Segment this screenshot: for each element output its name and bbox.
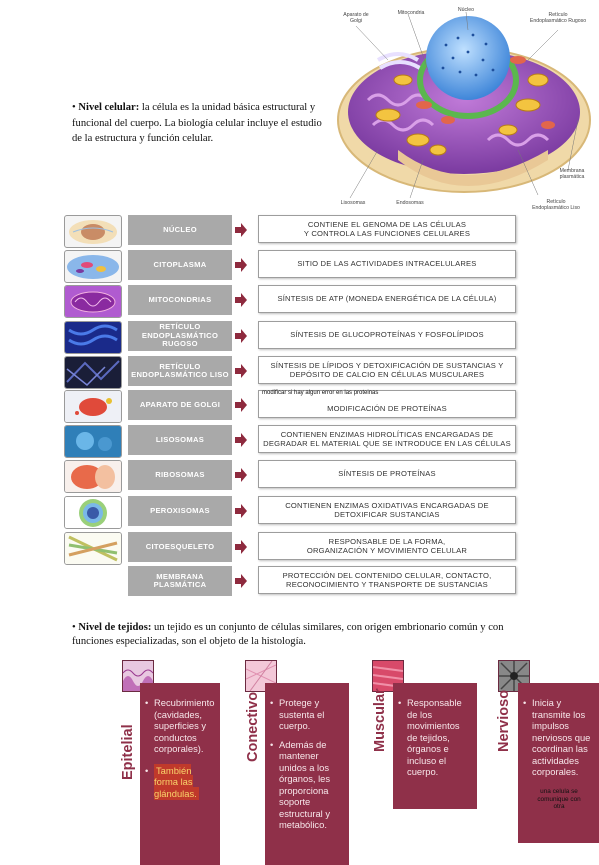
- organelle-description: SÍNTESIS DE ATP (MONEDA ENERGÉTICA DE LA…: [258, 285, 516, 313]
- organelle-description: SÍNTESIS DE PROTEÍNAS: [258, 460, 516, 488]
- organelle-row: CITOESQUELETO RESPONSABLE DE LA FORMA, OR…: [62, 531, 532, 565]
- label-reticulo-liso: Retículo Endoplasmático Liso: [532, 199, 580, 211]
- tissue-card: Inicia y transmite los impulsos nervioso…: [518, 683, 599, 843]
- arrow-right-icon: [234, 398, 248, 412]
- arrow-right-icon: [234, 433, 248, 447]
- organelle-name: RIBOSOMAS: [128, 460, 232, 490]
- cell-diagram: Aparato de Golgi Mitocondria Núcleo Retí…: [328, 0, 599, 215]
- organelle-description: CONTIENEN ENZIMAS HIDROLÍTICAS ENCARGADA…: [258, 425, 516, 453]
- bullet: •: [72, 102, 76, 113]
- organelle-row: NÚCLEO CONTIENE EL GENOMA DE LAS CÉLULAS …: [62, 214, 532, 248]
- organelle-row: APARATO DE GOLGI MODIFICACIÓN DE PROTEÍNA…: [62, 389, 532, 423]
- organelle-description: CONTIENE EL GENOMA DE LAS CÉLULAS Y CONT…: [258, 215, 516, 243]
- organelle-row: LISOSOMAS CONTIENEN ENZIMAS HIDROLÍTICAS …: [62, 424, 532, 458]
- cytoskeleton-thumb: [64, 532, 122, 565]
- organelle-name: PEROXISOMAS: [128, 496, 232, 526]
- tissue-level-paragraph: • Nivel de tejidos: un tejido es un conj…: [72, 621, 542, 649]
- organelle-row: RIBOSOMAS SÍNTESIS DE PROTEÍNAS: [62, 459, 532, 493]
- arrow-right-icon: [234, 574, 248, 588]
- cell-level-heading: Nivel celular:: [78, 102, 140, 113]
- tissue-list: Protege y sustenta el cuerpo. Además de m…: [270, 697, 343, 831]
- tissue-list-item: Responsable de los movimientos de tejido…: [398, 697, 471, 778]
- organelle-name: MITOCONDRIAS: [128, 285, 232, 315]
- label-lisosomas: Lisosomas: [340, 200, 366, 206]
- organelle-description: CONTIENEN ENZIMAS OXIDATIVAS ENCARGADAS …: [258, 496, 516, 524]
- arrow-right-icon: [234, 329, 248, 343]
- bullet: •: [72, 622, 76, 633]
- arrow-right-icon: [234, 504, 248, 518]
- organelle-name: NÚCLEO: [128, 215, 232, 245]
- arrow-right-icon: [234, 258, 248, 272]
- golgi-thumb: [64, 390, 122, 423]
- tissue-list: Inicia y transmite los impulsos nervioso…: [523, 697, 593, 778]
- arrow-right-icon: [234, 293, 248, 307]
- arrow-right-icon: [234, 364, 248, 378]
- tissue-list-item: Recubrimiento (cavidades, superficies y …: [145, 697, 214, 755]
- tissue-note: una celula se comunique con otra: [537, 788, 581, 810]
- organelle-row: RETÍCULO ENDOPLASMÁTICO LISO SÍNTESIS DE …: [62, 355, 532, 389]
- label-endosomas: Endosomas: [396, 200, 424, 206]
- tissue-list: Responsable de los movimientos de tejido…: [398, 697, 471, 778]
- label-reticulo-rugoso: Retículo Endoplasmático Rugoso: [529, 12, 587, 24]
- tissue-level-heading: Nivel de tejidos:: [78, 622, 152, 633]
- tissue-card: Recubrimiento (cavidades, superficies y …: [140, 683, 220, 865]
- organelle-name: MEMBRANA PLASMÁTICA: [128, 566, 232, 596]
- tissue-list-item: Además de mantener unidos a los órganos,…: [270, 739, 343, 831]
- tissue-list-item: Inicia y transmite los impulsos nervioso…: [523, 697, 593, 778]
- organelle-name: RETÍCULO ENDOPLASMÁTICO LISO: [128, 356, 232, 386]
- organelle-row: RETÍCULO ENDOPLASMÁTICO RUGOSO SÍNTESIS D…: [62, 320, 532, 354]
- organelle-row: MEMBRANA PLASMÁTICA PROTECCIÓN DEL CONTEN…: [62, 565, 532, 599]
- arrow-right-icon: [234, 468, 248, 482]
- ribosome-thumb: [64, 460, 122, 493]
- organelle-name: APARATO DE GOLGI: [128, 390, 232, 420]
- mitochondria-thumb: [64, 285, 122, 318]
- cell-level-paragraph: • Nivel celular: la célula es la unidad …: [72, 100, 327, 147]
- tissue-thumbnail: [498, 660, 530, 692]
- organelle-description: SITIO DE LAS ACTIVIDADES INTRACELULARES: [258, 250, 516, 278]
- tissue-card: Protege y sustenta el cuerpo. Además de m…: [265, 683, 349, 865]
- arrow-right-icon: [234, 540, 248, 554]
- organelle-name: LISOSOMAS: [128, 425, 232, 455]
- organelle-name: CITOPLASMA: [128, 250, 232, 280]
- tissue-list-item-highlight: También forma las glándulas.: [145, 763, 214, 800]
- highlighted-text: También forma las glándulas.: [154, 763, 199, 800]
- organelle-name: CITOESQUELETO: [128, 532, 232, 562]
- organelle-row: CITOPLASMA SITIO DE LAS ACTIVIDADES INTRA…: [62, 249, 532, 283]
- cell-illustration: [337, 11, 591, 199]
- tissue-label: Conectivo: [245, 691, 261, 762]
- label-nucleo: Núcleo: [457, 7, 475, 13]
- organelle-row: MITOCONDRIAS SÍNTESIS DE ATP (MONEDA ENER…: [62, 284, 532, 318]
- organelle-row: PEROXISOMAS CONTIENEN ENZIMAS OXIDATIVAS …: [62, 495, 532, 529]
- tissue-label: Epitelial: [120, 724, 136, 780]
- organelle-description: MODIFICACIÓN DE PROTEÍNAS: [258, 390, 516, 418]
- cytoplasm-thumb: [64, 250, 122, 283]
- cell-level-text: la célula es la unidad básica estructura…: [72, 102, 322, 144]
- label-membrana: Membrana plasmática: [559, 168, 585, 180]
- organelle-name: RETÍCULO ENDOPLASMÁTICO RUGOSO: [128, 321, 232, 351]
- nucleus-thumb: [64, 215, 122, 248]
- rer-thumb: [64, 321, 122, 354]
- tissue-card: Responsable de los movimientos de tejido…: [393, 683, 477, 809]
- tissue-level-text: un tejido es un conjunto de células simi…: [72, 622, 504, 647]
- organelle-description: PROTECCIÓN DEL CONTENIDO CELULAR, CONTAC…: [258, 566, 516, 594]
- label-golgi: Aparato de Golgi: [343, 12, 369, 24]
- tissue-list-item: Protege y sustenta el cuerpo.: [270, 697, 343, 732]
- organelle-description: SÍNTESIS DE LÍPIDOS Y DETOXIFICACIÓN DE …: [258, 356, 516, 384]
- tissue-label: Nervioso: [496, 689, 512, 752]
- tissue-label: Muscular: [372, 688, 388, 752]
- golgi-edit-note: modificar si hay algun error en las prot…: [262, 390, 379, 396]
- lysosome-thumb: [64, 425, 122, 458]
- organelle-description: RESPONSABLE DE LA FORMA, ORGANIZACIÓN Y …: [258, 532, 516, 560]
- organelle-description: SÍNTESIS DE GLUCOPROTEÍNAS Y FOSFOLÍPIDO…: [258, 321, 516, 349]
- ser-thumb: [64, 356, 122, 389]
- tissue-list: Recubrimiento (cavidades, superficies y …: [145, 697, 214, 800]
- peroxisome-thumb: [64, 496, 122, 529]
- arrow-right-icon: [234, 223, 248, 237]
- label-mitocondria: Mitocondria: [397, 10, 425, 16]
